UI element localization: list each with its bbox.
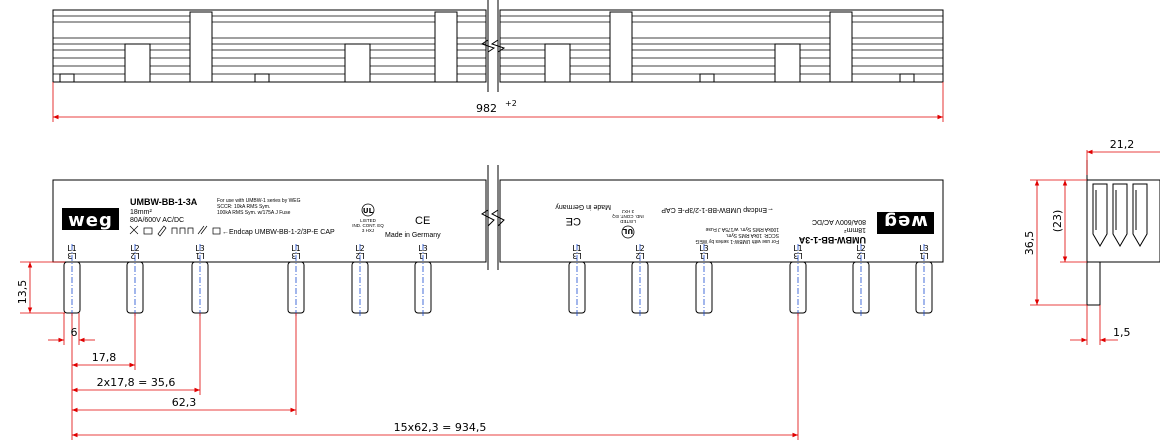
model-label-mirrored: UMBW-BB-1-3A — [798, 235, 866, 245]
side-dimensions — [1030, 149, 1160, 345]
side-view — [1086, 160, 1160, 306]
phase-label: L2 — [130, 244, 140, 253]
overall-tolerance-label: +2 — [505, 99, 517, 108]
endcap-label: ←Endcap UMBW-BB-1-2/3P-E CAP — [222, 229, 335, 236]
use-line-1-mirrored: For use with UMBW-1 series by WEG — [695, 238, 779, 244]
svg-text:UL: UL — [622, 227, 633, 235]
svg-text:UL: UL — [363, 207, 374, 215]
front-dimensions — [20, 261, 799, 440]
phase-sub-label: L1 — [699, 251, 709, 260]
top-view-segments — [59, 11, 915, 83]
phase-sub-label: L3 — [793, 251, 803, 260]
ul-line-2: IND. CONT. EQ — [352, 223, 384, 228]
pitch-2-label: 2x17,8 = 35,6 — [97, 376, 176, 389]
pitch-1-label: 17,8 — [92, 351, 117, 364]
pitch-3-label: 62,3 — [172, 396, 197, 409]
phase-sub-label: L1 — [418, 251, 428, 260]
top-view-break — [480, 0, 506, 92]
logo-text-mirrored: weg — [883, 211, 928, 232]
cross-section-label-mirrored: 18mm² — [844, 226, 866, 233]
logo-text: weg — [68, 210, 113, 231]
weg-logo-mirrored: weg — [877, 211, 934, 234]
ul-line-1: LISTED — [360, 218, 377, 223]
ce-mark: CE — [415, 215, 430, 227]
phase-label: L2 — [355, 244, 365, 253]
phase-sub-label: L1 — [195, 251, 205, 260]
phase-sub-label: L3 — [572, 251, 582, 260]
ul-mark-icon: UL — [361, 203, 375, 217]
phase-label: L1 — [67, 244, 77, 253]
phase-label: L2 — [635, 244, 645, 253]
rating-label: 80A/600V AC/DC — [130, 217, 184, 224]
symbol-icons — [129, 225, 221, 237]
phase-sub-label: L1 — [919, 251, 929, 260]
phase-sub-label: L3 — [67, 251, 77, 260]
ul-mark-icon-mirrored: UL — [621, 225, 635, 239]
phase-label: L3 — [418, 244, 428, 253]
phase-label: L3 — [919, 244, 929, 253]
use-line-3-mirrored: 100kA RMS Sym. w/175A J Fuse — [705, 226, 779, 232]
use-line-2-mirrored: SCCR: 10kA RMS Sym. — [726, 232, 779, 238]
label-block-right: weg UMBW-BB-1-3A 18mm² 80A/600V AC/DC Fo… — [555, 203, 934, 245]
weg-logo: weg — [62, 208, 119, 231]
side-inner-height-label: (23) — [1051, 210, 1064, 233]
side-thickness-label: 1,5 — [1113, 326, 1131, 339]
made-in-label: Made in Germany — [385, 232, 441, 239]
phase-sub-label: L3 — [291, 251, 301, 260]
overall-length-dimension — [52, 82, 944, 122]
model-label: UMBW-BB-1-3A — [130, 197, 198, 207]
overall-length-label: 982 — [476, 102, 497, 115]
use-line-1: For use with UMBW-1 series by WEG — [217, 198, 301, 204]
rating-label-mirrored: 80A/600V AC/DC — [812, 218, 866, 225]
phase-sub-label: L2 — [130, 251, 140, 260]
ul-line-3-mirrored: 3 HXJ — [622, 209, 634, 214]
made-in-label-mirrored: Made in Germany — [555, 203, 611, 210]
front-view-right-body — [499, 179, 944, 263]
label-block-left: weg UMBW-BB-1-3A 18mm² 80A/600V AC/DC Fo… — [62, 197, 441, 239]
ul-line-1-mirrored: LISTED — [619, 219, 636, 224]
side-width-label: 21,2 — [1110, 138, 1135, 151]
phase-label: L1 — [793, 244, 803, 253]
use-line-2: SCCR: 10kA RMS Sym. — [217, 204, 270, 210]
phase-sub-label: L2 — [635, 251, 645, 260]
front-view-left-body — [52, 179, 487, 263]
front-view — [52, 165, 944, 270]
ce-mark-mirrored: CE — [566, 215, 581, 227]
top-view — [52, 0, 944, 92]
phase-label: L3 — [699, 244, 709, 253]
total-pitch-label: 15x62,3 = 934,5 — [394, 421, 487, 434]
top-view-left-body — [52, 9, 487, 83]
pin-group: L1L3L2L2L3L1L1L3L2L2L3L1L1L3L2L2L3L1L1L3… — [63, 244, 933, 318]
ul-line-3: 3 HXJ — [362, 228, 374, 233]
side-height-label: 36,5 — [1023, 231, 1036, 256]
endcap-label-mirrored: ←Endcap UMBW-BB-1-2/3P-E CAP — [661, 206, 774, 213]
cross-section-label: 18mm² — [130, 209, 152, 216]
phase-label: L2 — [856, 244, 866, 253]
phase-sub-label: L2 — [856, 251, 866, 260]
phase-label: L1 — [291, 244, 301, 253]
pin-length-label: 13,5 — [16, 280, 29, 305]
use-line-3: 100kA RMS Sym. w/175A J Fuse — [217, 210, 291, 216]
phase-sub-label: L2 — [355, 251, 365, 260]
pin-width-label: 6 — [71, 326, 78, 339]
phase-label: L3 — [195, 244, 205, 253]
ul-line-2-mirrored: IND. CONT. EQ — [612, 214, 644, 219]
phase-label: L1 — [572, 244, 582, 253]
